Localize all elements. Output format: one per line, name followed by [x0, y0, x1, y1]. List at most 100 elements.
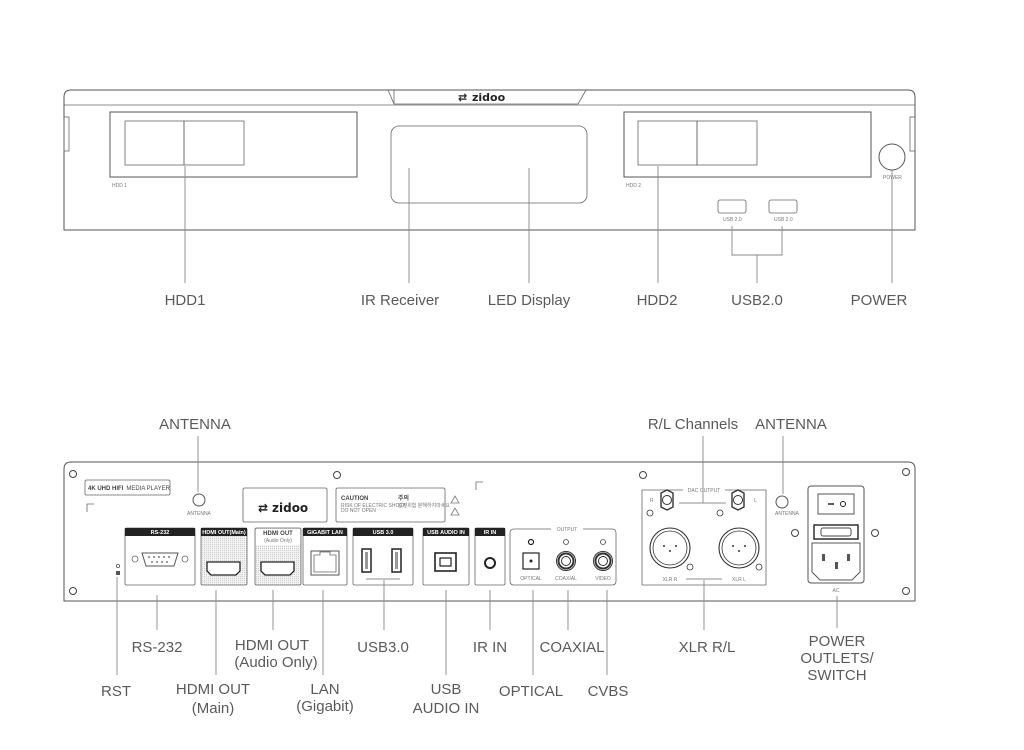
video-port[interactable]: VIDEO: [593, 539, 613, 583]
power-switch[interactable]: [817, 493, 855, 515]
video-small-label: VIDEO: [595, 576, 611, 582]
caution-line1: RISK OF ELECTRIC SHOCK: [341, 503, 407, 509]
xlr-r-connector[interactable]: XLR R: [646, 509, 694, 583]
callout-hdmi-main-line2: (Main): [192, 700, 235, 717]
lan-port[interactable]: GIGABIT LAN: [302, 527, 348, 586]
callout-antenna-left: ANTENNA: [159, 416, 231, 433]
badge-bold-text: 4K UHD HIFI: [88, 486, 124, 492]
screw-holes: [69, 468, 910, 595]
callout-lan-line2: (Gigabit): [296, 698, 354, 715]
front-brand-text: zidoo: [472, 91, 506, 104]
dac-l-label: L: [754, 498, 757, 504]
badge-text: MEDIA PLAYER: [126, 486, 170, 492]
lan-header: GIGABIT LAN: [307, 530, 343, 536]
coaxial-port[interactable]: COAXIAL: [555, 539, 577, 583]
xlr-r-small-label: XLR R: [663, 577, 678, 583]
usb3-header: USB 3.0: [373, 530, 394, 536]
left-handle: [63, 116, 70, 152]
rear-logo-plate: ⇄ zidoo: [242, 487, 328, 523]
callout-optical: OPTICAL: [499, 683, 563, 700]
caution-korean-title: 주의: [398, 494, 409, 502]
front-panel: ⇄ zidoo HDD 1 HDD 2 USB 2.0 USB 2.0: [63, 89, 916, 309]
callout-hdd2: HDD2: [637, 292, 678, 309]
callout-ir-receiver: IR Receiver: [361, 292, 439, 309]
zidoo-logo-mark-icon: ⇄: [458, 91, 467, 104]
usb-audio-in-port[interactable]: USB AUDIO IN: [422, 527, 470, 586]
hdd2-small-label: HDD 2: [626, 183, 641, 189]
xlr-l-small-label: XLR L: [732, 577, 746, 583]
reset-button[interactable]: [116, 564, 121, 575]
callout-usb2: USB2.0: [731, 292, 783, 309]
callout-usb3: USB3.0: [357, 639, 409, 656]
dac-l-jack[interactable]: [731, 489, 745, 511]
callout-power: POWER: [851, 292, 908, 309]
warning-triangle-icon: [450, 495, 460, 516]
output-group: OUTPUT OPTICAL COAXIAL VIDEO: [509, 527, 617, 586]
caution-label: CAUTION RISK OF ELECTRIC SHOCK DO NOT OP…: [335, 487, 450, 523]
usb-port-2-label: USB 2.0: [774, 217, 793, 223]
caution-line2: DO NOT OPEN: [341, 508, 376, 514]
hdd1-small-label: HDD 1: [112, 183, 127, 189]
rear-brand-text: zidoo: [272, 501, 308, 515]
callout-hdd1: HDD1: [165, 292, 206, 309]
ac-inlet[interactable]: [811, 542, 861, 581]
front-logo: ⇄ zidoo: [458, 91, 506, 104]
callout-rs232: RS-232: [132, 639, 183, 656]
usb3-ports[interactable]: USB 3.0: [352, 527, 414, 586]
callout-lan-line1: LAN: [310, 681, 339, 698]
usb-port-1-label: USB 2.0: [723, 217, 742, 223]
callout-coaxial: COAXIAL: [539, 639, 604, 656]
hdd2-bay[interactable]: HDD 2: [623, 111, 872, 189]
callout-rst: RST: [101, 683, 131, 700]
hdmi-audio-subheader: (Audio Only): [264, 538, 292, 544]
caution-korean-line: 감전위험 분해하지마세요: [398, 502, 450, 509]
callout-power-line3: SWITCH: [807, 667, 866, 684]
hdmi-out-audio-port[interactable]: HDMI OUT (Audio Only): [254, 527, 302, 586]
callout-ir-in: IR IN: [473, 639, 507, 656]
dac-output-group: DAC OUTPUT R L XLR R: [641, 488, 767, 586]
optical-port[interactable]: OPTICAL: [520, 538, 542, 583]
coaxial-small-label: COAXIAL: [555, 576, 577, 582]
ir-in-port[interactable]: IR IN: [474, 527, 506, 586]
front-usb-port-1[interactable]: USB 2.0: [717, 199, 747, 223]
rs232-port[interactable]: RS-232: [124, 527, 196, 586]
hdmi-main-header: HDMI OUT(Main): [202, 530, 246, 536]
callout-power-line1: POWER: [809, 633, 866, 650]
fuse-holder: [813, 524, 859, 540]
ac-small-label: AC: [833, 588, 840, 594]
hdmi-out-main-port[interactable]: HDMI OUT(Main): [200, 527, 248, 586]
callout-cvbs: CVBS: [588, 683, 629, 700]
callout-usb-audio-line2: AUDIO IN: [413, 700, 480, 717]
dac-r-jack[interactable]: [660, 489, 674, 511]
caution-title: CAUTION: [341, 496, 368, 502]
callout-hdmi-main-line1: HDMI OUT: [176, 681, 250, 698]
antenna-left-connector[interactable]: ANTENNA: [187, 493, 212, 517]
power-module: AC: [807, 485, 865, 594]
antenna-right-small-label: ANTENNA: [775, 511, 800, 517]
dac-r-label: R: [650, 498, 654, 504]
usb-audio-header: USB AUDIO IN: [427, 530, 465, 536]
callout-xlr: XLR R/L: [679, 639, 736, 656]
led-display-window: [390, 125, 588, 204]
callout-hdmi-audio-line1: HDMI OUT: [235, 637, 309, 654]
right-handle: [909, 116, 916, 152]
zidoo-logo-mark-icon: ⇄: [258, 501, 268, 515]
ir-in-header: IR IN: [484, 530, 497, 536]
optical-small-label: OPTICAL: [520, 576, 542, 582]
callout-led-display: LED Display: [488, 292, 571, 309]
hdmi-audio-header: HDMI OUT: [263, 531, 293, 537]
front-usb-port-2[interactable]: USB 2.0: [768, 199, 798, 223]
xlr-l-connector[interactable]: XLR L: [716, 509, 763, 583]
callout-power-line2: OUTLETS/: [800, 650, 874, 667]
output-group-label: OUTPUT: [557, 527, 578, 533]
callout-hdmi-audio-line2: (Audio Only): [234, 654, 317, 671]
rs232-header: RS-232: [151, 530, 170, 536]
hdd1-bay[interactable]: HDD 1: [109, 111, 358, 189]
dac-group-label: DAC OUTPUT: [688, 488, 721, 494]
antenna-right-connector[interactable]: ANTENNA: [775, 495, 800, 517]
antenna-left-small-label: ANTENNA: [187, 511, 212, 517]
